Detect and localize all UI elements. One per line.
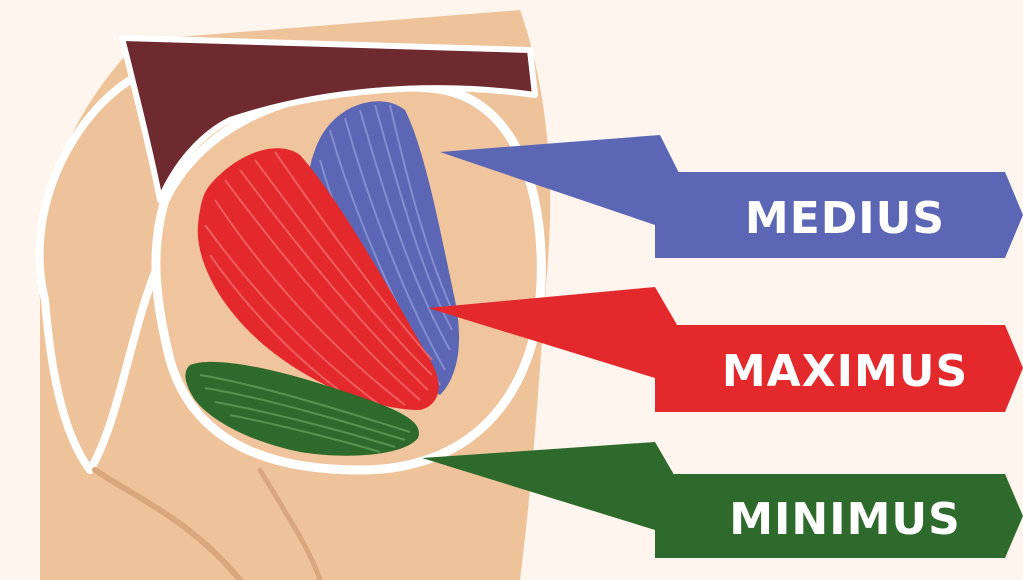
maximus-label: MAXIMUS [722, 346, 968, 397]
medius-label: MEDIUS [745, 193, 945, 244]
minimus-label: MINIMUS [729, 494, 961, 545]
